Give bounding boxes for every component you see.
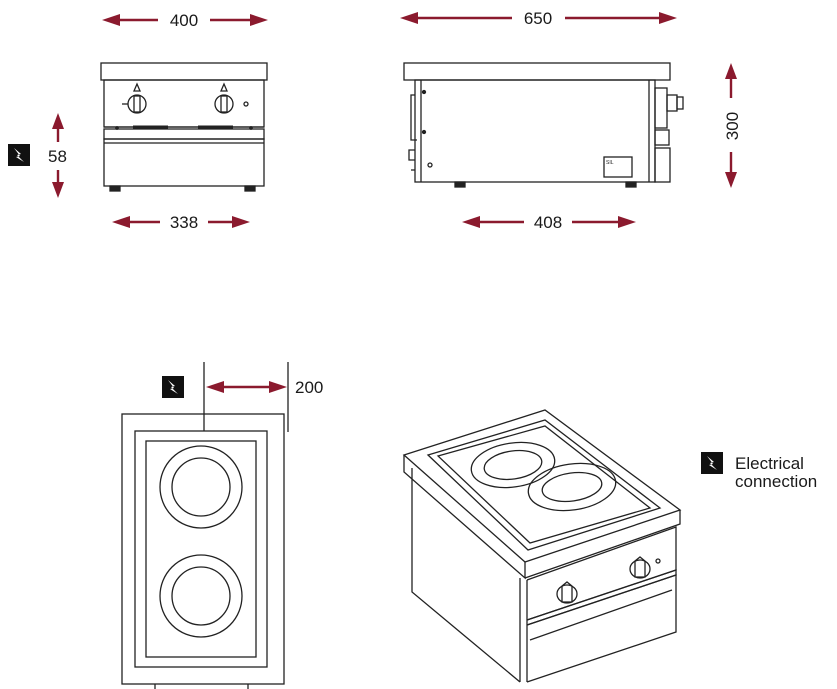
dim-connection-offset: 200 bbox=[295, 378, 323, 397]
top-view-zone-upper bbox=[159, 445, 243, 529]
legend-line-2: connection bbox=[735, 472, 818, 491]
top-view bbox=[121, 362, 289, 689]
dim-foot-spacing-front: 338 bbox=[170, 213, 198, 232]
dim-front-width: 400 bbox=[170, 11, 198, 30]
side-view bbox=[403, 62, 684, 188]
perspective-view bbox=[402, 409, 682, 683]
dim-connection-height: 58 bbox=[48, 147, 67, 166]
perspective-zone-front bbox=[527, 462, 617, 512]
perspective-zone-back bbox=[470, 441, 556, 489]
electrical-connection-icon bbox=[701, 452, 723, 474]
top-view-zone-lower bbox=[159, 554, 243, 638]
knob-left bbox=[122, 82, 147, 114]
perspective-knob-right bbox=[629, 556, 661, 579]
front-view bbox=[100, 62, 268, 192]
dim-side-length: 650 bbox=[524, 9, 552, 28]
side-plate-label: SIL bbox=[606, 160, 614, 166]
dim-height: 300 bbox=[723, 112, 742, 140]
dimension-arrows bbox=[52, 12, 737, 393]
perspective-knob-left bbox=[556, 581, 578, 604]
dim-foot-spacing-side: 408 bbox=[534, 213, 562, 232]
legend: Electrical connection bbox=[735, 455, 817, 491]
legend-line-1: Electrical bbox=[735, 454, 804, 473]
electrical-connection-icon bbox=[8, 144, 30, 166]
knob-right bbox=[214, 82, 249, 114]
electrical-connection-icon bbox=[162, 376, 184, 398]
